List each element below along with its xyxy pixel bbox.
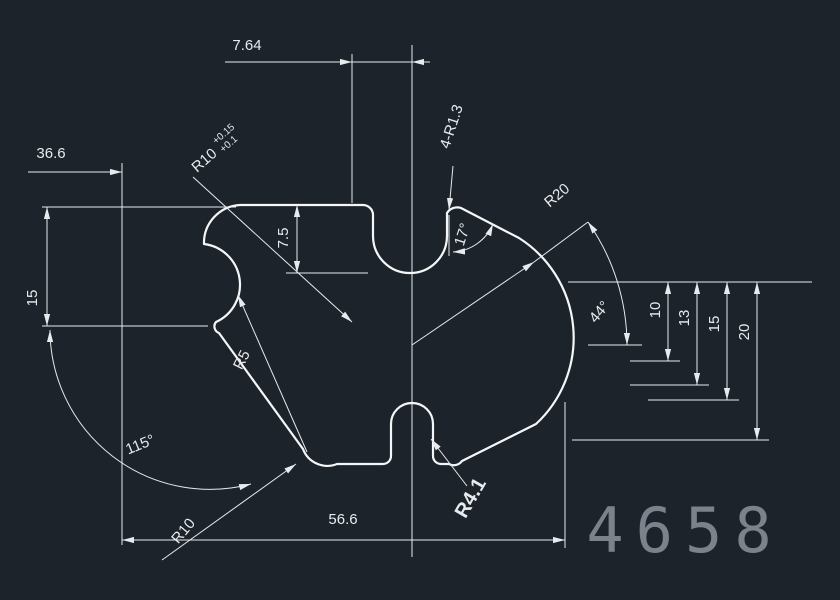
dim-text: 44° bbox=[586, 298, 614, 326]
dim-text: 7.64 bbox=[232, 37, 261, 54]
dimension-corner-radii[interactable]: 4-R1.3 bbox=[437, 103, 467, 211]
dim-text: 17° bbox=[451, 221, 474, 248]
dim-text: 15 bbox=[706, 316, 723, 333]
dimension-offset-r1[interactable]: 10 bbox=[568, 281, 812, 362]
leader-line bbox=[446, 165, 454, 211]
dimension-width-top[interactable]: 7.64 bbox=[225, 37, 430, 203]
dim-text: R4.1 bbox=[451, 474, 491, 522]
watermark-part-number[interactable]: 4658 bbox=[586, 494, 783, 567]
dimension-width-bottom[interactable]: 56.6 bbox=[122, 402, 566, 548]
dimension-radius-right[interactable]: R20 bbox=[411, 180, 589, 346]
angle-arc bbox=[46, 329, 252, 491]
dimension-radius-bottom[interactable]: R10 bbox=[161, 463, 297, 561]
dim-text: 4-R1.3 bbox=[437, 103, 467, 151]
leader-line bbox=[192, 176, 353, 323]
radial-line bbox=[533, 221, 589, 263]
dim-text: R5 bbox=[230, 348, 254, 373]
dim-text: 7.5 bbox=[275, 228, 292, 249]
dimension-radius-mid[interactable]: R5 bbox=[230, 294, 308, 453]
dim-text: 56.6 bbox=[328, 511, 357, 528]
dim-text: R20 bbox=[541, 180, 573, 211]
dim-text: 36.6 bbox=[36, 145, 65, 162]
dimension-angle-top[interactable]: 17° bbox=[448, 215, 494, 256]
angle-arc bbox=[587, 221, 631, 346]
dimension-angle-right[interactable]: 44° bbox=[586, 221, 642, 346]
leader-line bbox=[161, 463, 297, 561]
dimension-height-left[interactable]: 15 bbox=[24, 206, 236, 327]
dimension-offset-r3[interactable]: 15 bbox=[648, 282, 739, 401]
leader-line bbox=[430, 438, 468, 487]
dim-text: 10 bbox=[647, 302, 664, 319]
dim-text-group: R10 +0.15 +0.1 bbox=[188, 122, 240, 176]
dimension-notch-depth[interactable]: 7.5 bbox=[275, 205, 368, 274]
dimension-offset-r2[interactable]: 13 bbox=[630, 282, 709, 386]
dimension-offset-left[interactable]: 36.6 bbox=[28, 145, 123, 545]
dim-text: 20 bbox=[736, 324, 753, 341]
angle-arc bbox=[452, 223, 494, 255]
dim-text: 13 bbox=[676, 310, 693, 327]
part-outline[interactable] bbox=[202, 203, 575, 467]
radial-line bbox=[411, 261, 535, 346]
dim-text: 15 bbox=[24, 290, 41, 307]
dimension-angle-left[interactable]: 115° bbox=[46, 329, 252, 491]
dimension-offset-r4[interactable]: 20 bbox=[572, 282, 769, 441]
dim-text: R10 bbox=[168, 515, 199, 547]
leader-line bbox=[237, 294, 308, 453]
dim-text: 115° bbox=[123, 431, 157, 458]
dim-text: R10 bbox=[188, 145, 220, 176]
